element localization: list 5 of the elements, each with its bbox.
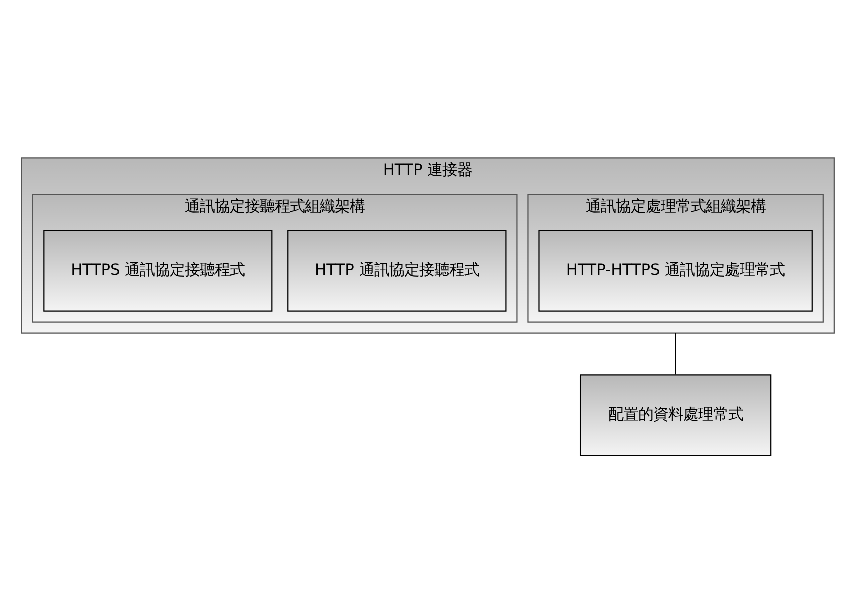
node-box: 配置的資料處理常式 — [580, 374, 772, 456]
node-box: HTTPS 通訊協定接聽程式 — [44, 230, 273, 312]
node-box: HTTP-HTTPS 通訊協定處理常式 — [538, 230, 813, 312]
connector — [675, 332, 676, 374]
node-box: HTTP 通訊協定接聽程式 — [288, 230, 507, 312]
